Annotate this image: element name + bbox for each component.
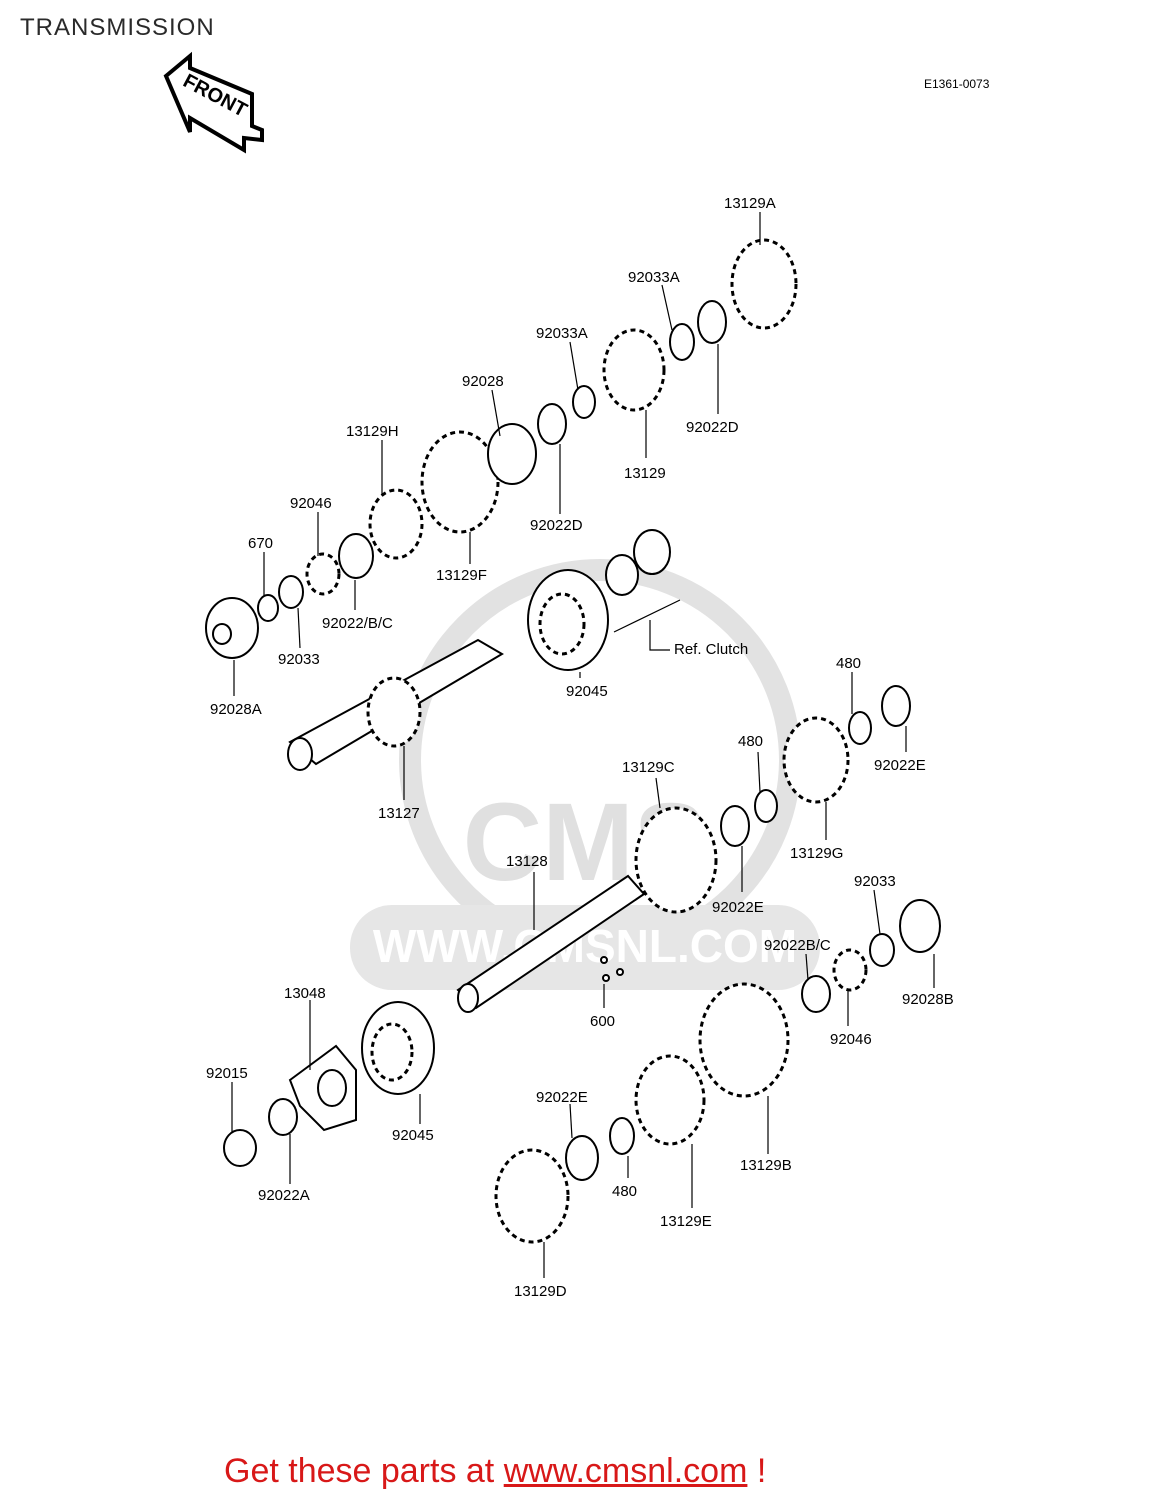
washer-92022A	[268, 1098, 298, 1136]
gear-13129H	[368, 488, 424, 560]
callout-670: 670	[248, 535, 273, 552]
washer-92022D-upper	[697, 300, 727, 344]
callout-600: 600	[590, 1013, 615, 1030]
circlip-480-upper	[848, 711, 872, 745]
callout-92022E-lower: 92022E	[536, 1089, 588, 1106]
callout-92022BC-lower: 92022B/C	[764, 937, 831, 954]
callout-92022E-mid: 92022E	[712, 899, 764, 916]
bushing-92028	[487, 423, 537, 485]
bearing-92046-lower	[832, 948, 868, 992]
callout-13129F: 13129F	[436, 567, 487, 584]
collar-92028B	[899, 899, 941, 953]
nut-clutch-side	[633, 529, 671, 575]
callout-13129H: 13129H	[346, 423, 399, 440]
callout-13127: 13127	[378, 805, 420, 822]
callout-13129C: 13129C	[622, 759, 675, 776]
gear-13129D	[494, 1148, 570, 1244]
callout-480-mid: 480	[738, 733, 763, 750]
callout-480-lower: 480	[612, 1183, 637, 1200]
callout-ref-clutch: Ref. Clutch	[674, 641, 748, 658]
washer-92022BC-lower	[801, 975, 831, 1013]
callout-92033-upper: 92033	[278, 651, 320, 668]
gear-13129G	[782, 716, 850, 804]
circlip-92033A-lower	[572, 385, 596, 419]
page-title: TRANSMISSION	[20, 14, 215, 41]
main-shaft	[287, 638, 504, 771]
callout-13129A: 13129A	[724, 195, 776, 212]
circlip-92033-upper	[278, 575, 304, 609]
circlip-92033-lower	[869, 933, 895, 967]
callout-92022D-upper: 92022D	[686, 419, 739, 436]
callout-92033-lower: 92033	[854, 873, 896, 890]
gear-13129F	[420, 430, 500, 534]
front-arrow-icon: FRONT	[163, 51, 264, 154]
callout-92045-lower: 92045	[392, 1127, 434, 1144]
bearing-92046-upper	[305, 552, 341, 596]
collar-92028A	[205, 597, 259, 659]
bearing-92045-lower	[361, 1001, 435, 1095]
washer-clutch-side	[605, 554, 639, 596]
callout-92046-lower: 92046	[830, 1031, 872, 1048]
washer-92022D-lower	[537, 403, 567, 445]
sprocket-13048	[288, 1044, 357, 1132]
callout-92046-upper: 92046	[290, 495, 332, 512]
callout-92028: 92028	[462, 373, 504, 390]
callout-13128: 13128	[506, 853, 548, 870]
footer-prefix: Get these parts at	[224, 1452, 504, 1490]
gear-13129B	[698, 982, 790, 1098]
callout-92028A: 92028A	[210, 701, 262, 718]
washer-92022E-upper	[881, 685, 911, 727]
diagram-code: E1361-0073	[924, 77, 990, 91]
footer-suffix: !	[747, 1452, 767, 1490]
callout-92033A-lower: 92033A	[536, 325, 588, 342]
callout-92033A-upper: 92033A	[628, 269, 680, 286]
washer-92022E-lower	[565, 1135, 599, 1181]
gear-13129C	[634, 806, 718, 914]
callout-92015: 92015	[206, 1065, 248, 1082]
callout-92022D-lower: 92022D	[530, 517, 583, 534]
circlip-480-lower	[609, 1117, 635, 1155]
footer-promo: Get these parts at www.cmsnl.com !	[224, 1452, 766, 1491]
callout-13048: 13048	[284, 985, 326, 1002]
callout-92028B: 92028B	[902, 991, 954, 1008]
callout-92045-upper: 92045	[566, 683, 608, 700]
circlip-480-mid	[754, 789, 778, 823]
callout-13129: 13129	[624, 465, 666, 482]
gear-13129	[602, 328, 666, 412]
callout-92022BC-upper: 92022/B/C	[322, 615, 393, 632]
nut-92015	[223, 1129, 257, 1167]
callout-92022E-upper: 92022E	[874, 757, 926, 774]
callout-92022A: 92022A	[258, 1187, 310, 1204]
callout-13129G: 13129G	[790, 845, 843, 862]
washer-92022E-mid	[720, 805, 750, 847]
gear-13129A	[730, 238, 798, 330]
callout-13129B: 13129B	[740, 1157, 792, 1174]
callout-480-upper: 480	[836, 655, 861, 672]
circlip-92033A-upper	[669, 323, 695, 361]
callout-13129D: 13129D	[514, 1283, 567, 1300]
callout-13129E: 13129E	[660, 1213, 712, 1230]
washer-670	[257, 594, 279, 622]
washer-92022BC-upper	[338, 533, 374, 579]
callout-labels: 13129A 92033A 92033A 92028 13129H 92046 …	[206, 195, 954, 1300]
footer-link[interactable]: www.cmsnl.com	[503, 1452, 748, 1490]
bearing-92045-upper	[527, 569, 609, 671]
gear-13129E	[634, 1054, 706, 1146]
leader-lines	[231, 212, 935, 1278]
